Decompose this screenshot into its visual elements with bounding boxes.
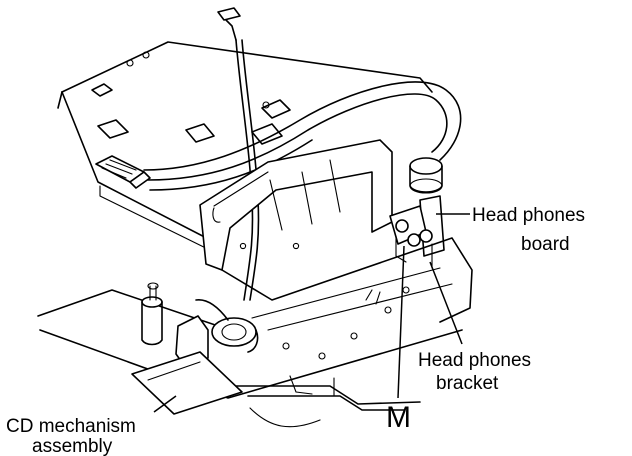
leader-cd-mechanism <box>153 395 177 413</box>
label-screw-m: M <box>386 401 411 434</box>
label-head-phones-bracket-line2: bracket <box>436 373 499 394</box>
head-phones-ferrite-ring <box>409 157 443 194</box>
label-head-phones-bracket-line1: Head phones <box>418 350 531 371</box>
ribbon-cable <box>143 81 462 191</box>
leader-lines <box>153 213 470 413</box>
left-ribbon-connector <box>95 155 151 189</box>
leader-screw-m <box>397 245 405 399</box>
cd-mechanism-tray <box>131 351 421 428</box>
label-cd-mechanism-line2: assembly <box>32 436 113 456</box>
label-head-phones-board-line2: board <box>521 234 570 255</box>
label-cd-mechanism-line1: CD mechanism <box>6 416 136 437</box>
label-head-phones-board-line1: Head phones <box>472 205 585 226</box>
top-circuit-board <box>57 41 433 257</box>
leader-head-phones-bracket <box>429 261 463 345</box>
base-chassis <box>37 237 473 399</box>
cable-clip-loop <box>195 299 259 353</box>
front-frame <box>199 139 393 271</box>
left-motor-parts <box>141 282 209 369</box>
head-phones-board-part <box>389 195 445 269</box>
